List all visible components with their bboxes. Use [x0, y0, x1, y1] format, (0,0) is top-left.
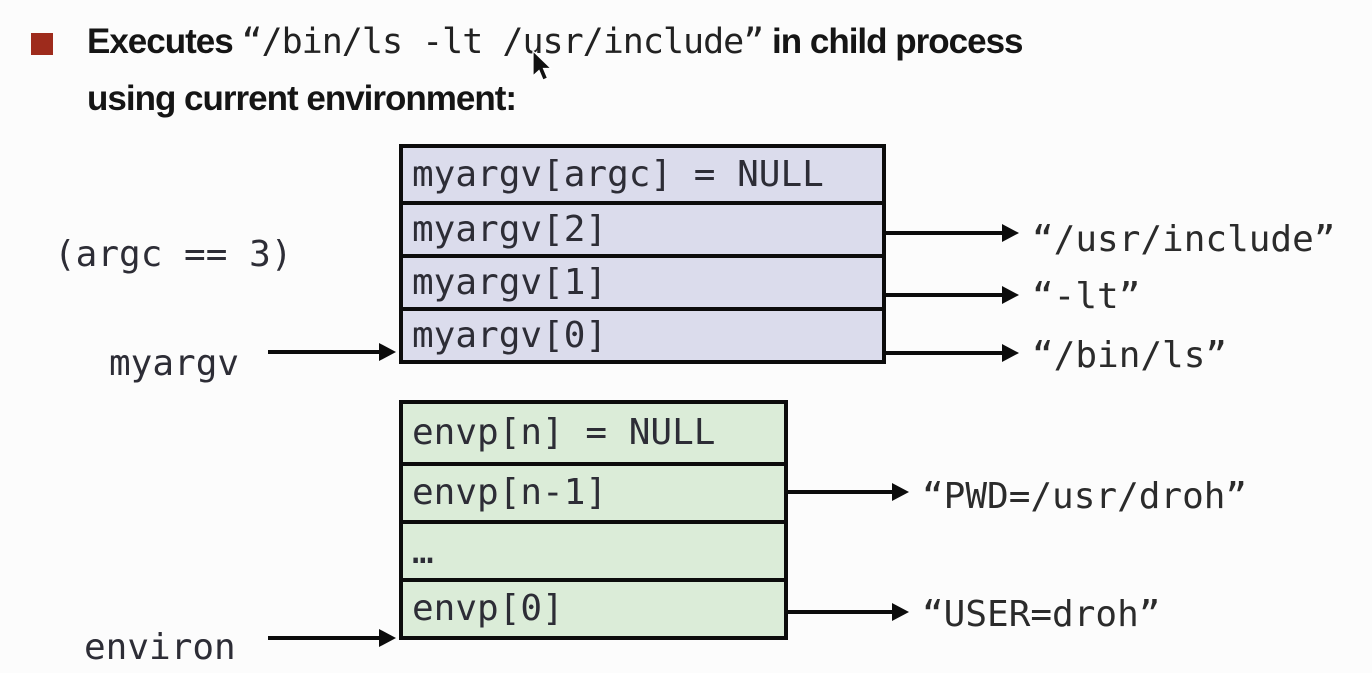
mouse-cursor-icon — [532, 50, 553, 81]
env-array-box: envp[n] = NULL envp[n-1] … envp[0] — [399, 400, 788, 640]
argv-row-1: myargv[1] — [403, 254, 882, 307]
env-0-string: “USER=droh” — [922, 594, 1161, 635]
env-n1-string: “PWD=/usr/droh” — [922, 476, 1248, 517]
title-text-suffix: in child process — [763, 22, 1023, 61]
argc-annotation: (argc == 3) — [54, 234, 293, 275]
argv0-value-arrow — [886, 344, 1019, 362]
title-code-text: “/bin/ls -lt /usr/include” — [241, 22, 764, 62]
myargv-pointer-label: myargv — [109, 343, 240, 384]
argv-row-2: myargv[2] — [403, 201, 882, 254]
cell-label: myargv[1] — [412, 261, 608, 303]
cell-label: myargv[argc] = NULL — [412, 153, 824, 195]
env-row-n1: envp[n-1] — [403, 462, 784, 520]
cell-label: myargv[0] — [412, 314, 608, 356]
slide-title-line1: Executes “/bin/ls -lt /usr/include” in c… — [87, 22, 1024, 62]
env-row-ellipsis: … — [403, 520, 784, 578]
argv0-string: “/bin/ls” — [1032, 335, 1228, 376]
argv2-string: “/usr/include” — [1032, 219, 1336, 260]
myargv-pointer-arrow — [268, 343, 396, 361]
argv1-string: “-lt” — [1032, 276, 1141, 317]
environ-pointer-arrow — [268, 629, 396, 647]
cell-label: envp[n-1] — [412, 472, 608, 513]
cell-label: myargv[2] — [412, 208, 608, 250]
cell-label: envp[n] = NULL — [412, 412, 716, 453]
argv1-value-arrow — [886, 286, 1019, 304]
argv-row-0: myargv[0] — [403, 307, 882, 360]
cell-label: … — [412, 531, 434, 572]
title-text-prefix: Executes — [87, 22, 242, 61]
environ-pointer-label: environ — [84, 627, 236, 668]
env-n1-value-arrow — [788, 483, 909, 501]
env-row-null: envp[n] = NULL — [403, 404, 784, 462]
cell-label: envp[0] — [412, 588, 564, 629]
argv2-value-arrow — [886, 224, 1019, 242]
argv-row-null: myargv[argc] = NULL — [403, 148, 882, 201]
env-row-0: envp[0] — [403, 578, 784, 636]
argv-array-box: myargv[argc] = NULL myargv[2] myargv[1] … — [399, 144, 886, 364]
bullet-marker — [31, 33, 53, 55]
slide-title-line2: using current environment: — [87, 79, 517, 118]
env-0-value-arrow — [788, 603, 909, 621]
